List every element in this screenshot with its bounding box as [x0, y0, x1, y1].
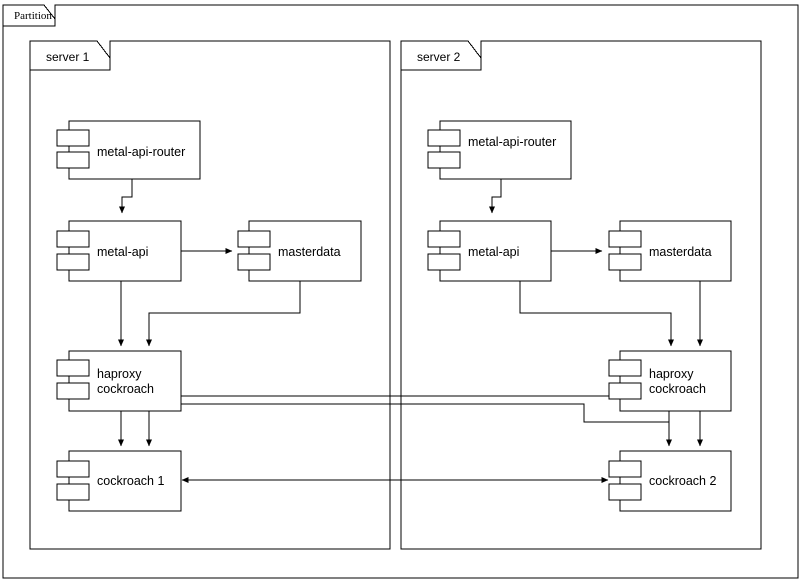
component-s2-masterdata[interactable]: masterdata — [608, 220, 732, 282]
component-label-line1: haproxy — [97, 367, 142, 381]
component-label: cockroach 1 — [97, 474, 164, 488]
component-label: masterdata — [649, 245, 712, 259]
component-label: metal-api-router — [468, 135, 556, 149]
connector-s2-haproxy-to-cockroach1 — [145, 403, 670, 447]
component-s2-metal-api-router[interactable]: metal-api-router — [427, 120, 572, 180]
partition-frame[interactable]: Partition — [2, 4, 799, 579]
component-s2-haproxy-cockroach[interactable]: haproxy cockroach — [608, 350, 732, 412]
connector-s1-masterdata-to-haproxy — [145, 281, 301, 347]
component-s1-metal-api-router[interactable]: metal-api-router — [56, 120, 201, 180]
connector-s1-router-to-metalapi — [118, 179, 133, 214]
frame-server-1[interactable]: server 1 — [29, 40, 391, 550]
component-label: metal-api — [97, 245, 148, 259]
component-label-line2: cockroach — [649, 382, 706, 396]
partition-frame-label: Partition — [14, 10, 52, 22]
component-s2-metal-api[interactable]: metal-api — [427, 220, 552, 282]
component-label-line2: cockroach — [97, 382, 154, 396]
component-s2-cockroach-2[interactable]: cockroach 2 — [608, 450, 732, 512]
component-s1-haproxy-cockroach[interactable]: haproxy cockroach — [56, 350, 182, 412]
frame-server-2[interactable]: server 2 — [400, 40, 762, 550]
connector-s2-router-to-metalapi — [488, 179, 502, 214]
component-label-line1: haproxy — [649, 367, 694, 381]
component-label: metal-api-router — [97, 145, 185, 159]
component-label: cockroach 2 — [649, 474, 716, 488]
component-s1-metal-api[interactable]: metal-api — [56, 220, 182, 282]
connector-s2-metalapi-to-haproxy — [519, 281, 675, 347]
component-s1-cockroach-1[interactable]: cockroach 1 — [56, 450, 182, 512]
component-label: metal-api — [468, 245, 519, 259]
frame-server-2-label: server 2 — [417, 50, 461, 64]
component-label: masterdata — [278, 245, 341, 259]
frame-server-1-label: server 1 — [46, 50, 90, 64]
component-s1-masterdata[interactable]: masterdata — [237, 220, 362, 282]
